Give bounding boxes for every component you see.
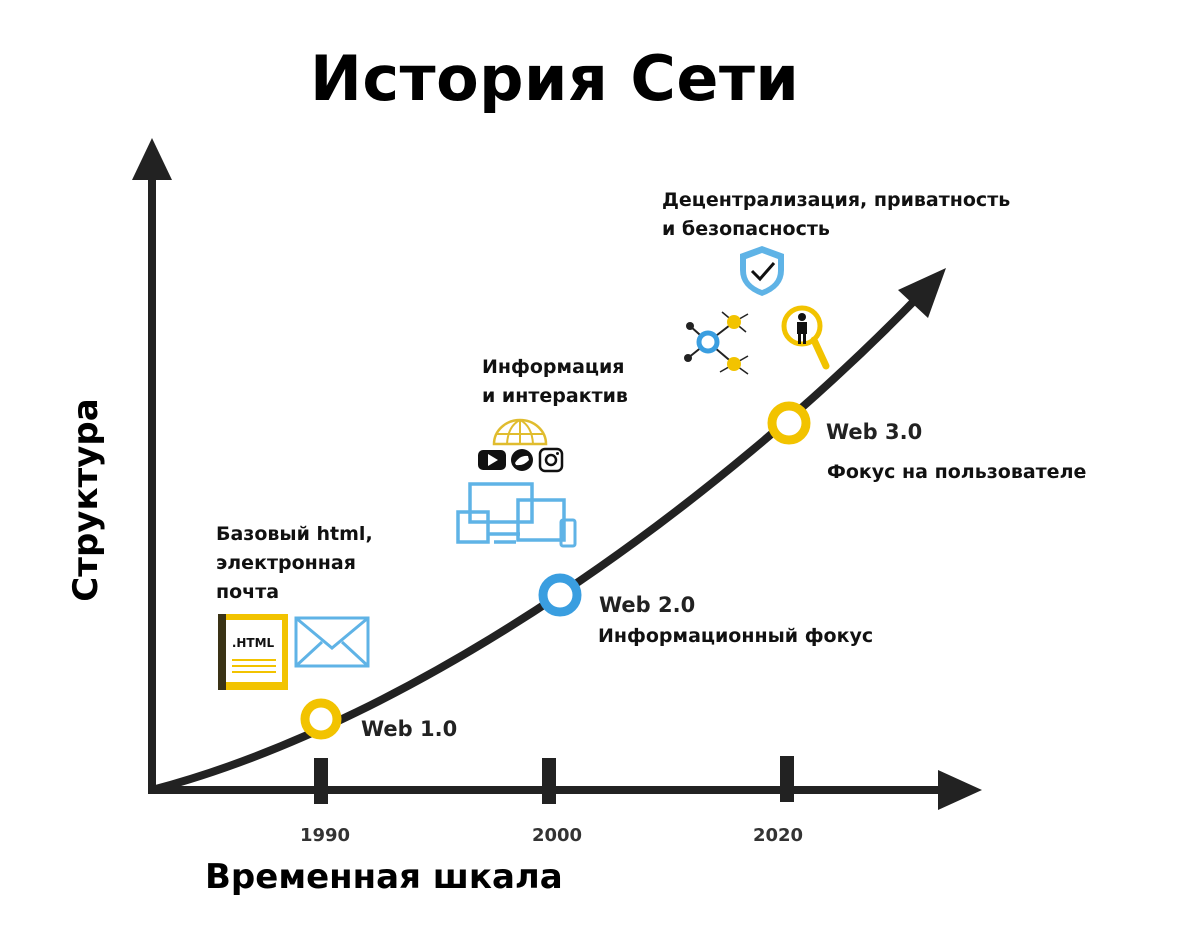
html-file-icon: .HTML (218, 614, 288, 690)
web3-marker (767, 401, 811, 445)
tick-1990 (314, 758, 328, 804)
bird-icon (511, 449, 533, 471)
globe-icon (492, 418, 548, 446)
instagram-icon (538, 447, 564, 473)
tick-2020 (780, 756, 794, 802)
y-axis (132, 138, 172, 790)
youtube-icon (478, 450, 506, 470)
tick-label-2020: 2020 (752, 825, 804, 846)
web3-label: Web 3.0 (826, 420, 923, 444)
shield-check-icon (740, 246, 784, 296)
envelope-icon (294, 616, 370, 668)
web3-description: Децентрализация, приватность и безопасно… (662, 189, 1011, 240)
web1-label: Web 1.0 (361, 717, 458, 741)
page-title: История Сети (310, 42, 800, 115)
phone-icon (559, 518, 577, 548)
network-nodes-icon (684, 311, 749, 375)
tick-label-1990: 1990 (299, 825, 351, 846)
y-axis-label: Структура (66, 398, 106, 602)
web1-marker (300, 698, 342, 740)
web3-focus: Фокус на пользователе (827, 461, 1087, 483)
tick-label-2000: 2000 (531, 825, 583, 846)
web2-marker (538, 573, 582, 617)
x-axis-arrow-icon (938, 770, 982, 810)
x-axis (148, 770, 982, 810)
x-axis-label: Временная шкала (205, 857, 563, 897)
web2-description: Информация и интерактив (482, 356, 628, 407)
curve-arrow-icon (898, 268, 946, 318)
html-file-label: .HTML (232, 636, 275, 650)
web2-label: Web 2.0 (599, 593, 696, 617)
y-axis-arrow-icon (132, 138, 172, 180)
tick-2000 (542, 758, 556, 804)
laptop-icon (456, 482, 534, 544)
tablet-icon (516, 498, 566, 542)
web2-focus: Информационный фокус (598, 625, 874, 647)
web1-description: Базовый html, электронная почта (216, 523, 373, 603)
user-search-icon (781, 305, 830, 370)
